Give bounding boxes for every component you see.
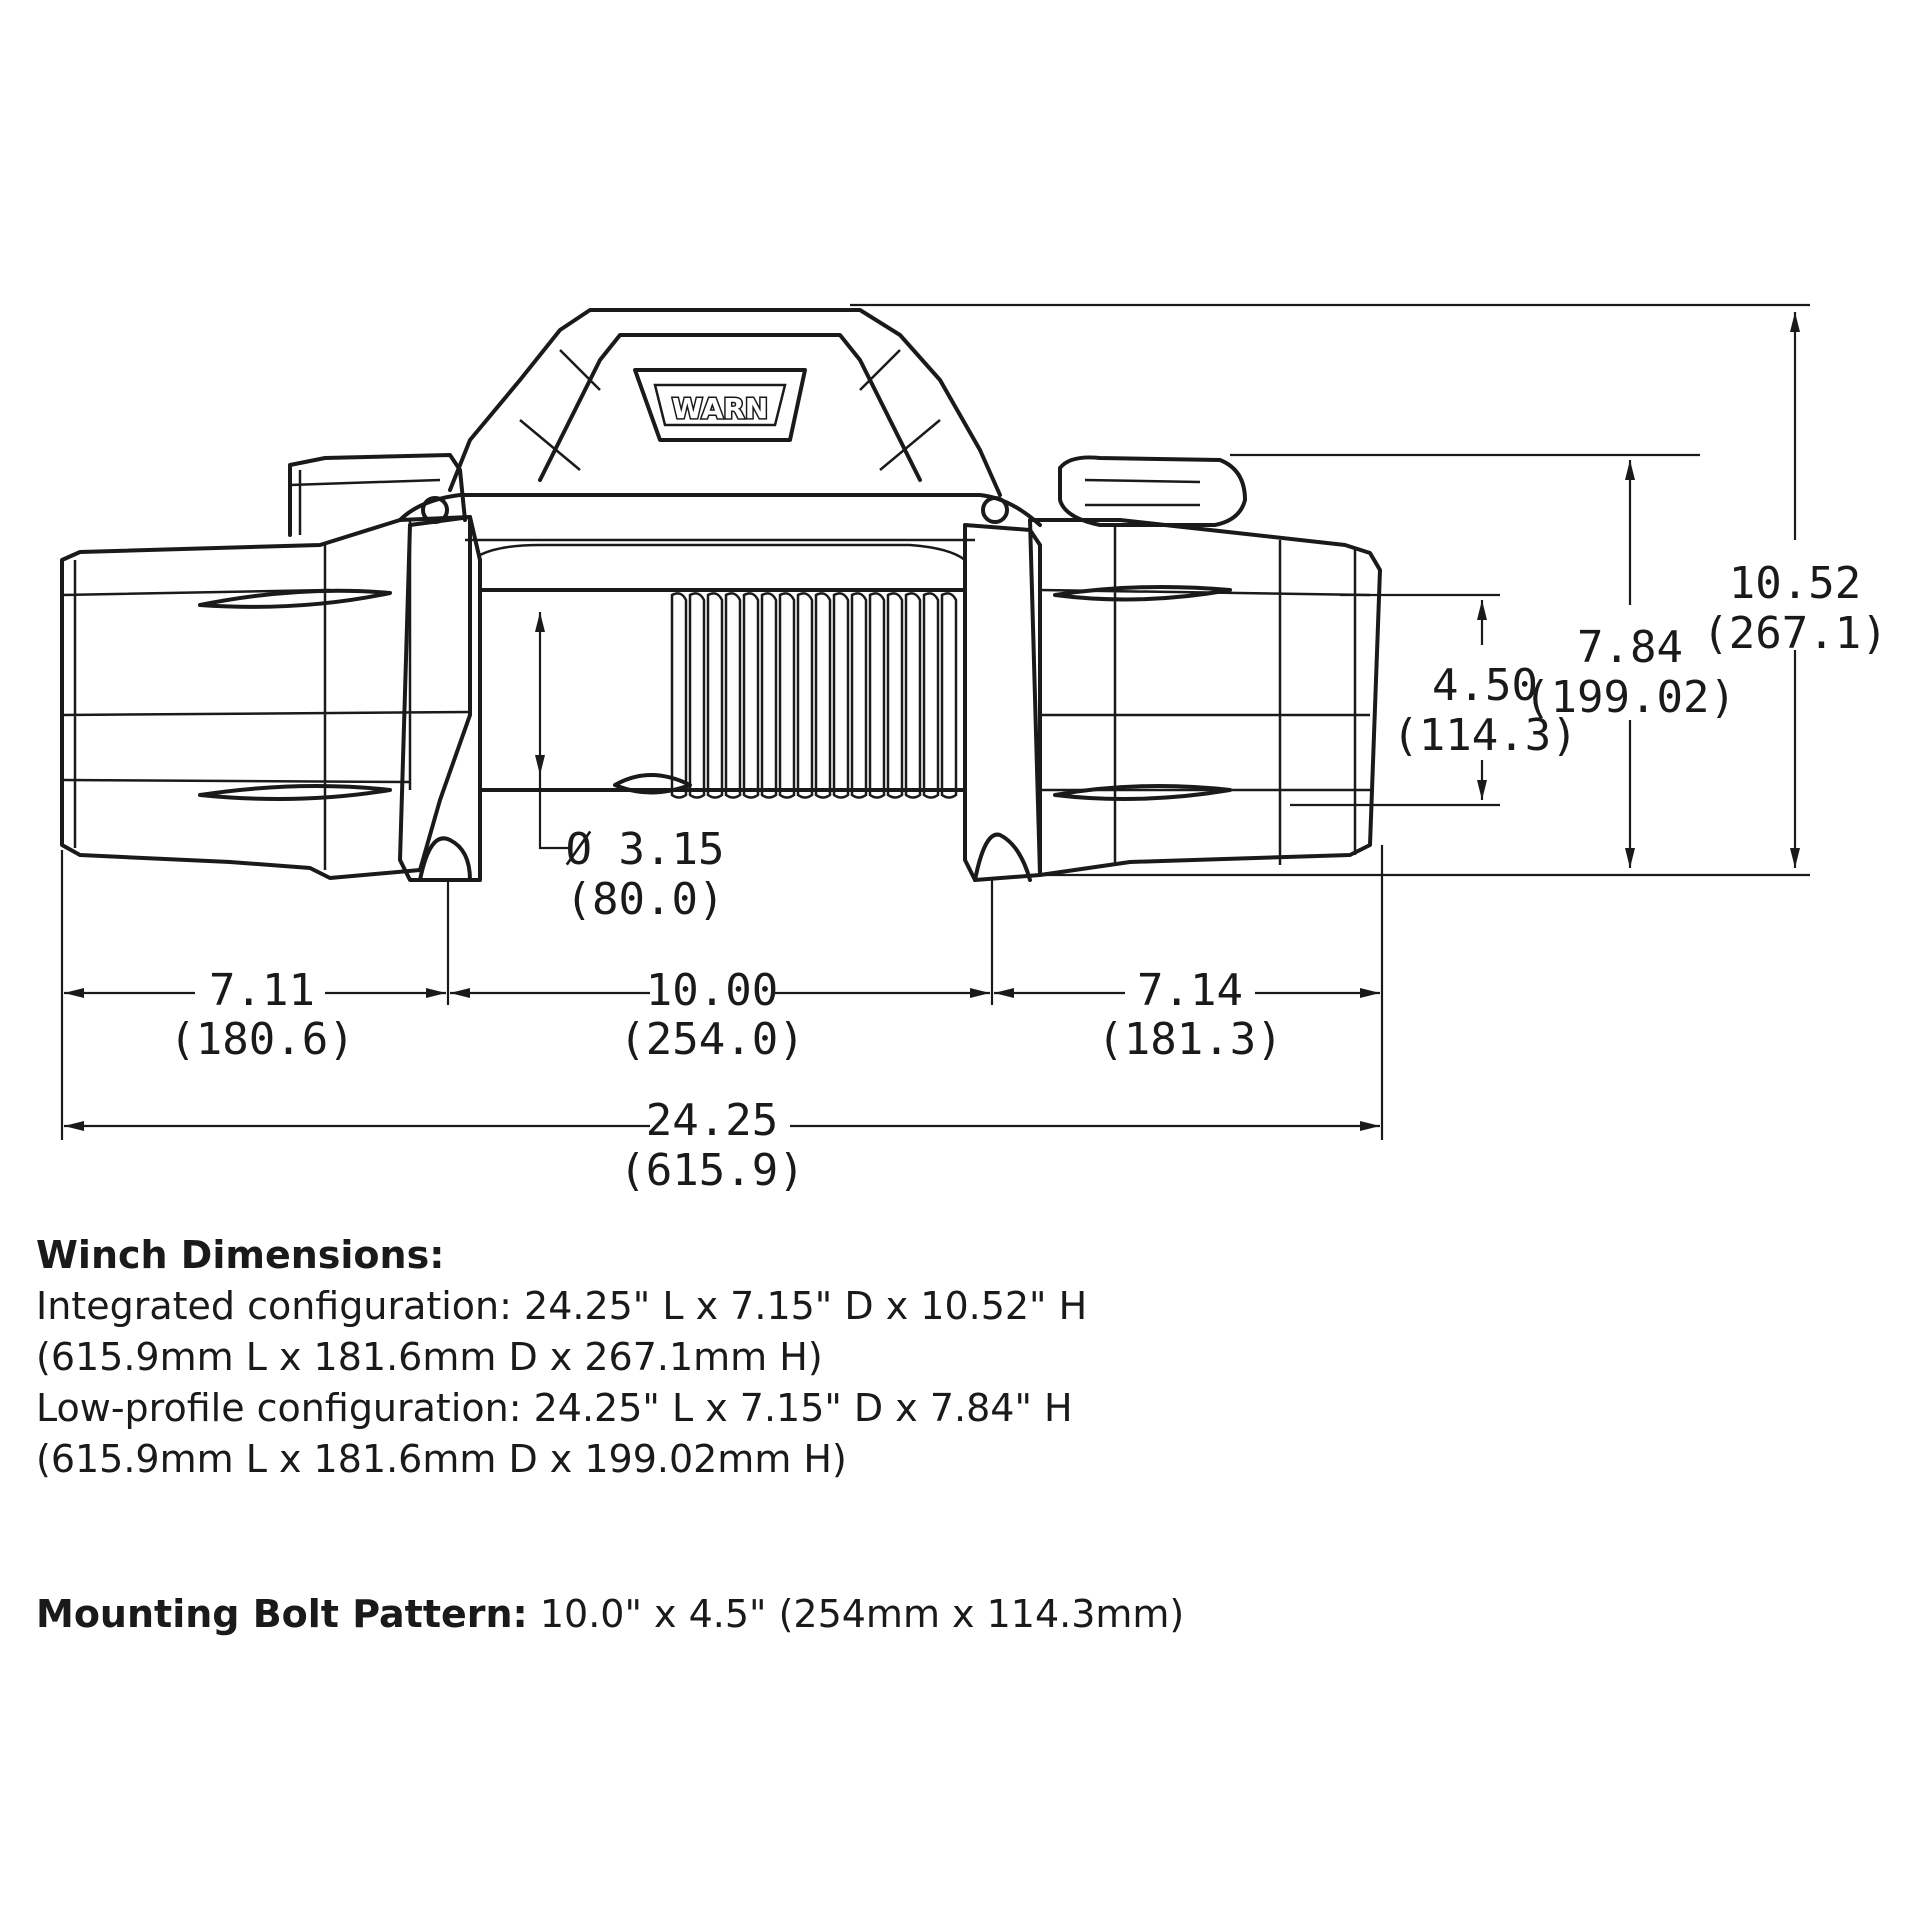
- right-housing-slot-lower: [1053, 784, 1232, 801]
- bolt-head-left: [421, 496, 449, 524]
- dimension-lines: [60, 303, 1810, 1140]
- dim-drum-diameter-in: Ø 3.15: [566, 824, 725, 875]
- dim-bolt-length-mm: (254.0): [619, 1014, 804, 1065]
- cable-wraps: [670, 592, 958, 799]
- dim-left-section-in: 7.11: [209, 965, 315, 1016]
- dim-left-section-mm: (180.6): [169, 1014, 354, 1065]
- remote-receiver-lines: [1084, 478, 1201, 507]
- right-gear-housing: [1028, 518, 1382, 877]
- left-motor-housing: [60, 515, 472, 880]
- remote-receiver: [1058, 455, 1247, 527]
- cable-thimble: [613, 773, 692, 795]
- winch-body: WARN: [60, 308, 1382, 882]
- cable-wrap: [922, 592, 940, 799]
- dim-overall-height-in: 10.52: [1729, 558, 1861, 609]
- tie-bar-lines: [465, 538, 975, 562]
- specs-integrated: Integrated configuration: 24.25" L x 7.1…: [36, 1284, 1088, 1328]
- cable-wrap: [868, 592, 886, 799]
- right-drum-support: [963, 523, 1042, 882]
- warn-logo-text: WARN: [672, 392, 768, 425]
- cable-wrap: [742, 592, 760, 799]
- cable-wrap: [886, 592, 904, 799]
- dim-drum-diameter-mm: (80.0): [566, 874, 725, 925]
- cable-wrap: [904, 592, 922, 799]
- cable-wrap: [670, 592, 688, 799]
- dim-right-section-in: 7.14: [1137, 965, 1243, 1016]
- dim-bolt-length-in: 10.00: [646, 965, 778, 1016]
- control-pack-ribs: [519, 349, 941, 471]
- cable-wrap: [832, 592, 850, 799]
- cable-wrap: [724, 592, 742, 799]
- right-housing-lines: [1039, 525, 1371, 865]
- cable-wrap: [778, 592, 796, 799]
- specs-low-profile-mm: (615.9mm L x 181.6mm D x 199.02mm H): [36, 1437, 847, 1481]
- left-housing-slot-lower: [198, 784, 392, 801]
- left-control-block: [288, 453, 467, 537]
- left-housing-slot-upper: [198, 588, 392, 609]
- left-foot: [418, 836, 472, 882]
- cable-wrap: [706, 592, 724, 799]
- specs-bolt-pattern: Mounting Bolt Pattern: 10.0" x 4.5" (254…: [36, 1589, 1856, 1640]
- cable-wrap: [940, 592, 958, 799]
- specs-low-profile: Low-profile configuration: 24.25" L x 7.…: [36, 1386, 1073, 1430]
- right-housing-slot-upper: [1053, 584, 1232, 602]
- cable-wrap: [796, 592, 814, 799]
- specs-heading: Winch Dimensions:: [36, 1233, 445, 1277]
- dim-bolt-depth-mm: (114.3): [1392, 710, 1577, 761]
- left-housing-lines: [61, 520, 471, 870]
- specs-bolt-label: Mounting Bolt Pattern:: [36, 1592, 528, 1636]
- left-drum-support: [398, 515, 482, 882]
- dimension-labels: 10.52 (267.1) 7.84 (199.02) 4.50 (114.3)…: [169, 558, 1887, 1196]
- specs-bolt-value: 10.0" x 4.5" (254mm x 114.3mm): [527, 1592, 1185, 1636]
- right-foot: [973, 832, 1032, 882]
- cable-wrap: [688, 592, 706, 799]
- logo-badge-inner: [653, 383, 787, 427]
- dim-overall-length-in: 24.25: [646, 1095, 778, 1146]
- cable-wrap: [760, 592, 778, 799]
- specs-integrated-mm: (615.9mm L x 181.6mm D x 267.1mm H): [36, 1335, 823, 1379]
- tie-bar: [398, 493, 1042, 527]
- dim-overall-height-mm: (267.1): [1702, 608, 1887, 659]
- dim-overall-length-mm: (615.9): [619, 1145, 804, 1196]
- dim-bolt-depth-in: 4.50: [1432, 660, 1538, 711]
- cable-wrap: [814, 592, 832, 799]
- control-pack-outline: [448, 308, 1002, 497]
- dim-low-profile-height-in: 7.84: [1577, 622, 1683, 673]
- spec-text-block: Winch Dimensions: Integrated configurati…: [36, 1230, 1856, 1640]
- logo-badge: [633, 368, 807, 442]
- cable-wrap: [850, 592, 868, 799]
- dim-low-profile-height-mm: (199.02): [1524, 672, 1736, 723]
- bolt-head-right: [981, 496, 1009, 524]
- dim-right-section-mm: (181.3): [1097, 1014, 1282, 1065]
- left-control-lines: [289, 470, 441, 535]
